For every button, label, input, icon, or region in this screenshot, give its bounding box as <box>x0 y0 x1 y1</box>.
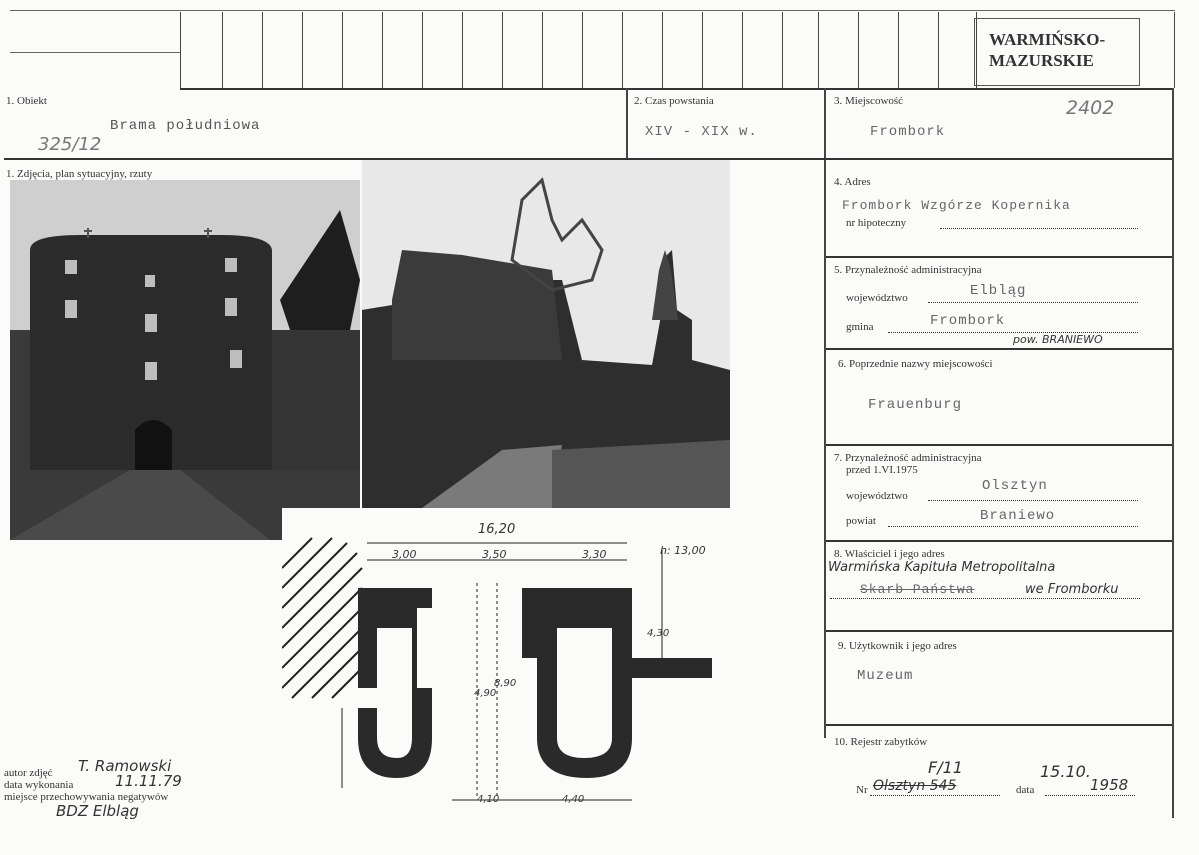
header-cell-divider <box>542 12 543 88</box>
commune-value: Frombork <box>930 313 1006 329</box>
card-number: 2402 <box>1066 97 1115 119</box>
mortgage-label: nr hipoteczny <box>846 217 907 229</box>
admin-prior-label2: przed 1.VI.1975 <box>846 464 918 476</box>
gate-photo <box>10 180 360 540</box>
header-cell-divider <box>262 12 263 88</box>
header-cell-divider <box>502 12 503 88</box>
date-built-value: XIV - XIX w. <box>645 124 758 140</box>
county-label: powiat <box>846 515 876 527</box>
county-value: Braniewo <box>980 508 1056 524</box>
dim-inner1: 4,90 <box>474 688 497 699</box>
header-cell-divider <box>938 12 939 88</box>
date-built-label: 2. Czas powstania <box>634 95 714 107</box>
owner-handwritten1: Warmińska Kapituła Metropolitalna <box>828 560 1056 575</box>
county-note: pow. BRANIEWO <box>1013 333 1103 346</box>
registry-nr-label: Nr <box>856 784 868 796</box>
voivodeship-label: województwo <box>846 292 908 304</box>
made-date-label: data wykonania <box>4 779 74 791</box>
header-cell-divider <box>782 12 783 88</box>
header-cell-divider <box>858 12 859 88</box>
storage-value: BDZ Elbląg <box>56 802 139 820</box>
locality-label: 3. Miejscowość <box>834 95 904 107</box>
author-value: T. Ramowski <box>78 757 172 775</box>
header-cell-divider <box>342 12 343 88</box>
object-value: Brama południowa <box>110 118 261 134</box>
registry-label: 10. Rejestr zabytków <box>834 736 928 748</box>
header-cell-divider <box>818 12 819 88</box>
header-cell-divider <box>742 12 743 88</box>
dim-bottom1: 4,10 <box>477 794 500 805</box>
made-date-value: 11.11.79 <box>115 772 182 790</box>
former-names-value: Frauenburg <box>868 397 963 413</box>
dim-side: 4,30 <box>647 628 670 639</box>
photos-label: 1. Zdjęcia, plan sytuacyjny, rzuty <box>6 168 153 180</box>
prior-voivodeship-label: województwo <box>846 490 908 502</box>
address-label: 4. Adres <box>834 176 871 188</box>
dim-bottom2: 4,40 <box>562 794 585 805</box>
header-cell-divider <box>702 12 703 88</box>
floor-plan: 16,20 3,00 3,50 3,30 h: 13,00 4,30 4,90 … <box>281 508 722 810</box>
owner-handwritten2: we Fromborku <box>1025 582 1119 597</box>
address-value: Frombork Wzgórze Kopernika <box>842 198 1071 213</box>
header-cell-divider <box>976 12 977 88</box>
registry-nr-handwritten: F/11 <box>928 758 963 777</box>
stamp-line2: MAZURSKIE <box>989 51 1094 70</box>
prior-voivodeship-value: Olsztyn <box>982 478 1048 494</box>
dim-left: 3,00 <box>392 548 417 561</box>
user-label: 9. Użytkownik i jego adres <box>838 640 957 652</box>
inventory-number: 325/12 <box>38 134 102 155</box>
user-value: Muzeum <box>857 668 914 684</box>
registry-date-label: data <box>1016 784 1035 796</box>
header-cell-divider <box>622 12 623 88</box>
registry-date-handwritten2: 1958 <box>1090 776 1129 794</box>
admin-label: 5. Przynależność administracyjna <box>834 264 982 276</box>
author-label: autor zdjęć <box>4 767 53 779</box>
owner-struck: Skarb Państwa <box>860 582 975 597</box>
header-cell-divider <box>382 12 383 88</box>
header-cell-divider <box>898 12 899 88</box>
dim-total: 16,20 <box>478 522 516 537</box>
header-cell-divider <box>1174 12 1175 88</box>
owner-label: 8. Właściciel i jego adres <box>834 548 945 560</box>
locality-value: Frombork <box>870 124 946 140</box>
registry-nr-struck: Olsztyn 545 <box>873 778 957 794</box>
header-cell-divider <box>422 12 423 88</box>
header-cell-divider <box>662 12 663 88</box>
header-cell-divider <box>180 12 181 88</box>
height-note: h: 13,00 <box>660 544 706 557</box>
registry-date-handwritten1: 15.10. <box>1040 762 1091 781</box>
header-cell-divider <box>582 12 583 88</box>
stamp-line1: WARMIŃSKO- <box>989 30 1106 49</box>
storage-label: miejsce przechowywania negatywów <box>4 791 169 803</box>
admin-prior-label1: 7. Przynależność administracyjna <box>834 452 982 464</box>
object-label: 1. Obiekt <box>6 95 47 107</box>
dim-mid: 3,50 <box>482 548 507 561</box>
dim-right: 3,30 <box>582 548 607 561</box>
header-cell-divider <box>222 12 223 88</box>
commune-label: gmina <box>846 321 874 333</box>
header-cell-divider <box>302 12 303 88</box>
stamp-region: WARMIŃSKO- MAZURSKIE <box>974 18 1140 86</box>
dim-inner2: 8,90 <box>494 678 517 689</box>
street-photo <box>362 160 730 508</box>
header-cell-divider <box>462 12 463 88</box>
former-names-label: 6. Poprzednie nazwy miejscowości <box>838 358 993 370</box>
voivodeship-value: Elbląg <box>970 283 1027 299</box>
